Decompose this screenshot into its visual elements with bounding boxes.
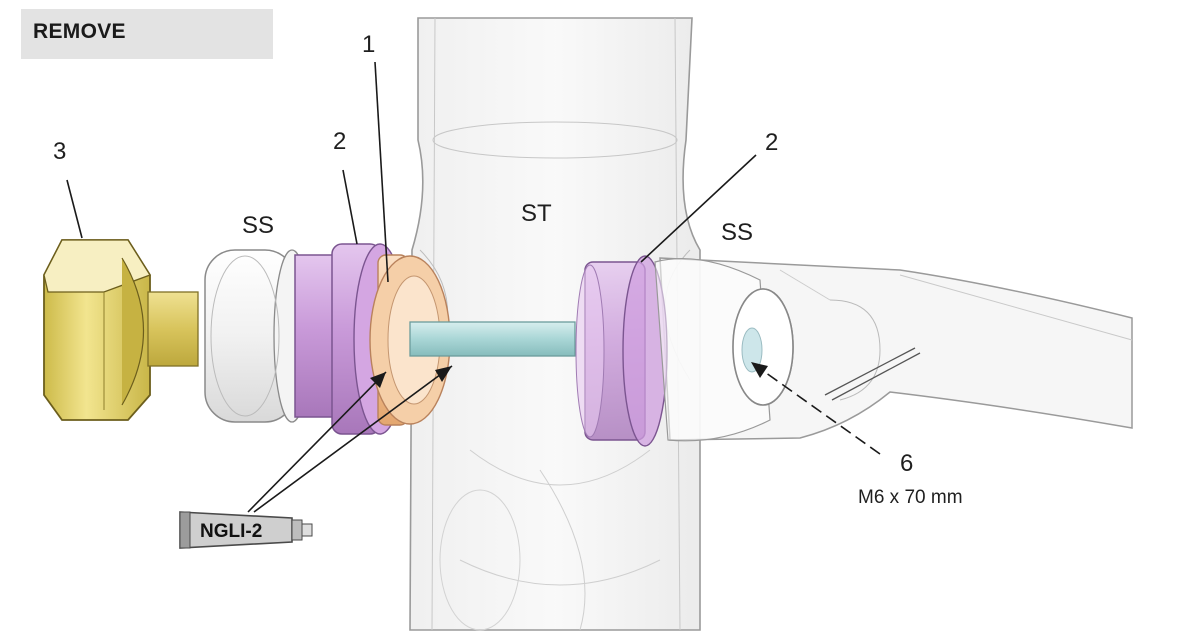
callout-1: 1 <box>362 31 376 58</box>
arrowhead-1 <box>370 372 386 388</box>
grease-label: NGLI-2 <box>200 521 262 542</box>
hex-nut-icon <box>43 239 151 421</box>
spacer-bore <box>732 288 794 406</box>
bolt-spec: M6 x 70 mm <box>858 487 963 508</box>
label-st: ST <box>521 200 552 227</box>
right-spacer-ss <box>654 257 771 442</box>
grease-tube-icon: NGLI-2 <box>179 511 313 549</box>
label-ss-left: SS <box>242 212 275 239</box>
callout-2-right: 2 <box>765 129 779 156</box>
axle <box>409 321 576 357</box>
label-ss-right: SS <box>721 219 754 246</box>
leader-lines <box>66 61 881 513</box>
right-bearing-ring <box>575 255 668 447</box>
callout-3: 3 <box>53 138 67 165</box>
arrowhead-2 <box>435 366 452 382</box>
callout-6: 6 <box>900 450 914 477</box>
bolt-icon <box>147 291 199 367</box>
callout-2-left: 2 <box>333 128 347 155</box>
arrowhead-3 <box>751 362 768 378</box>
header-banner: REMOVE <box>21 9 273 59</box>
header-title: REMOVE <box>33 20 126 43</box>
bolt-hole <box>741 327 763 373</box>
